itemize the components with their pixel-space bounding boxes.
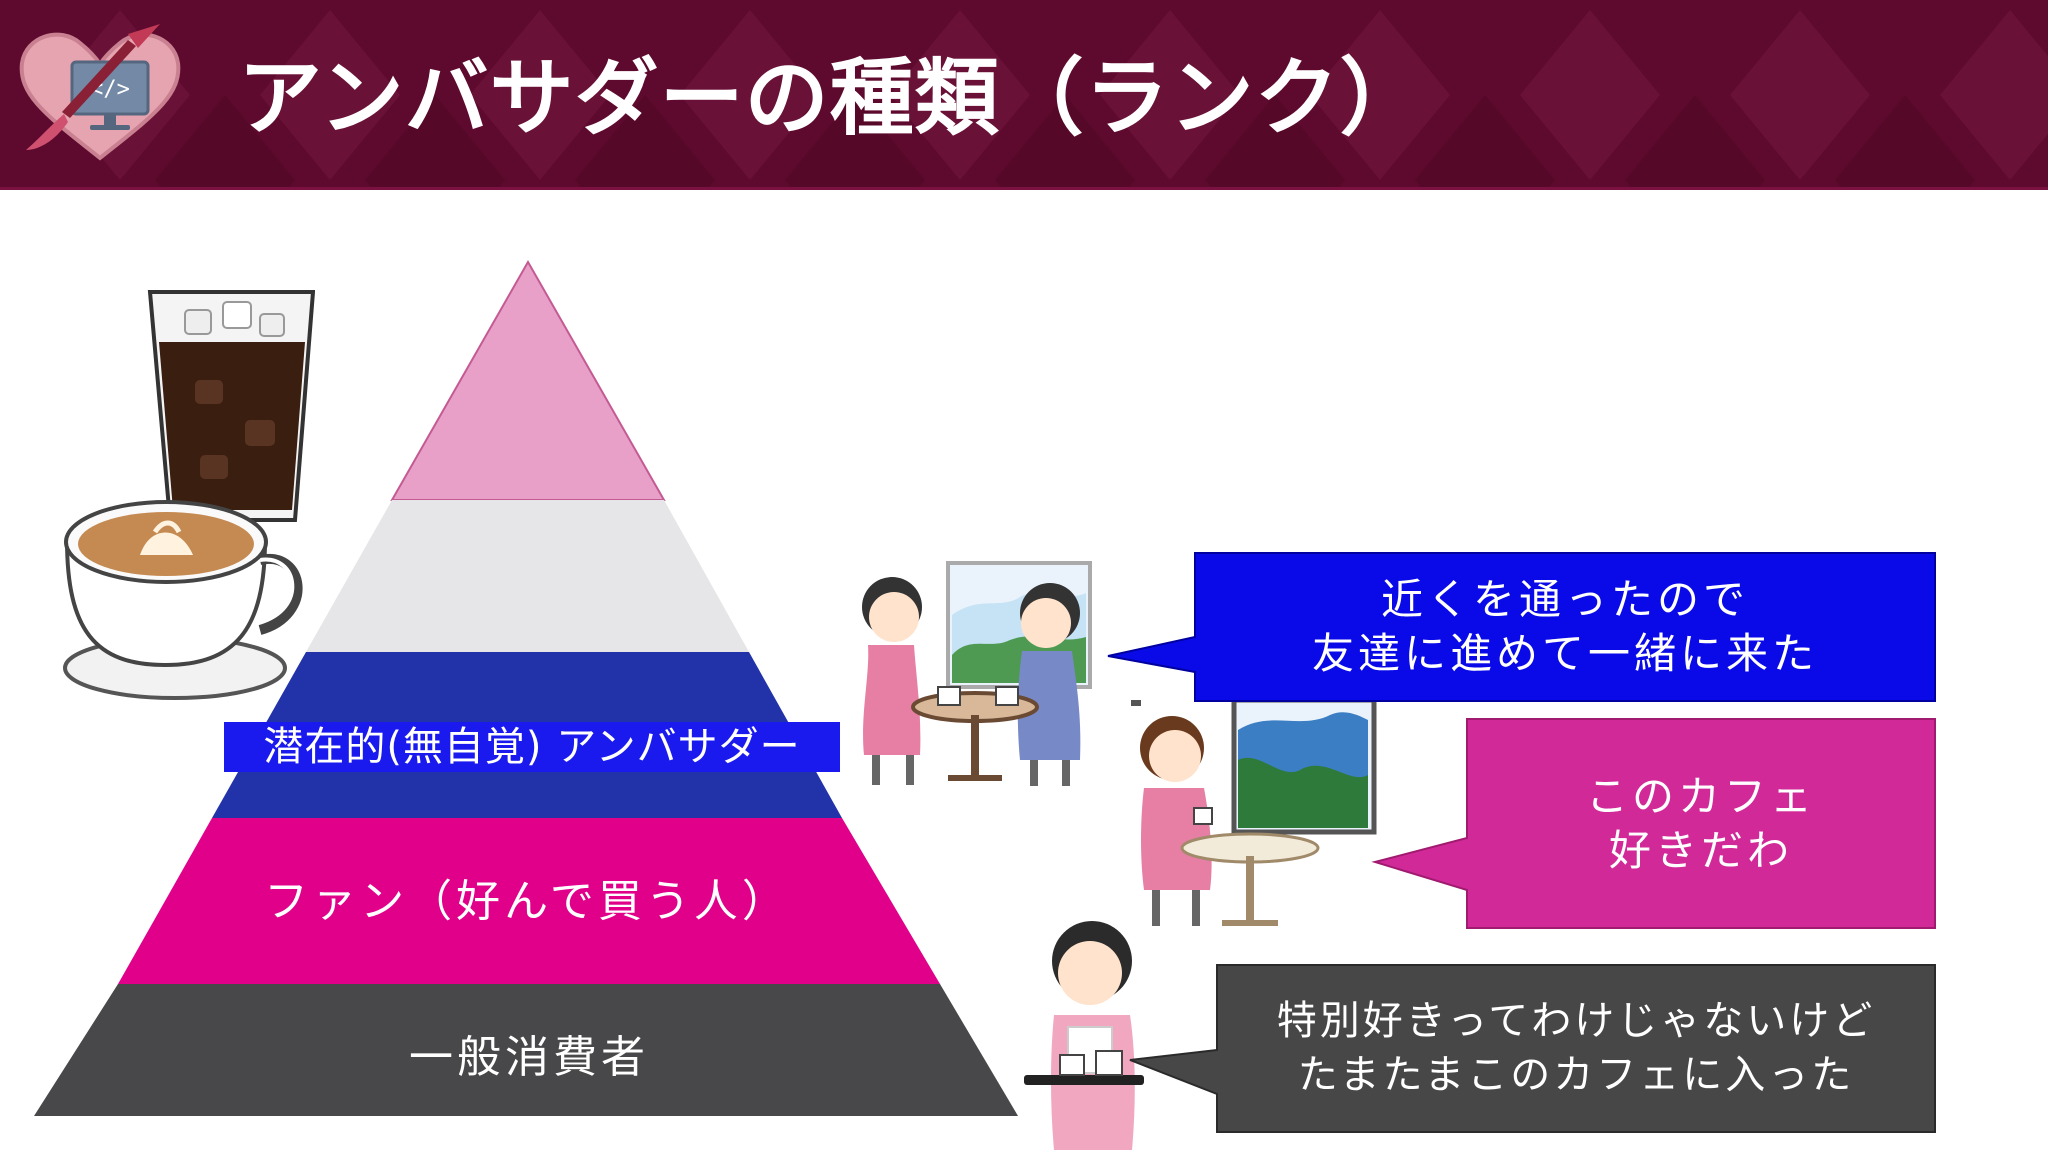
speech-bubble-pink <box>1371 718 1936 929</box>
pyramid-label-latent: 潜在的(無自覚) アンバサダー <box>224 722 840 772</box>
speech-bubble-blue <box>1107 552 1936 702</box>
bubble-line: 特別好きってわけじゃないけど <box>1276 998 1876 1044</box>
title-bar: </> アンバサダーの種類（ランク） <box>0 0 2048 190</box>
coffee-drinks-illustration <box>63 290 315 700</box>
bubble-line: このカフェ <box>1585 772 1816 821</box>
bubble-line: 友達に進めて一緒に来た <box>1311 629 1818 678</box>
pyramid-label-fan: ファン（好んで買う人） <box>264 876 790 927</box>
bubble-line: 近くを通ったので <box>1380 575 1749 624</box>
pyramid-level-fan <box>118 818 940 984</box>
bubble-text-gray: 特別好きってわけじゃないけど たまたまこのカフェに入った <box>1217 994 1935 1102</box>
bubble-line: たまたまこのカフェに入った <box>1297 1052 1855 1098</box>
pyramid-level-consumer <box>34 984 1018 1116</box>
bubble-text-pink: このカフェ 好きだわ <box>1467 770 1935 878</box>
slide-title: アンバサダーの種類（ランク） <box>238 49 1425 147</box>
two-women-cafe-illustration <box>862 561 1092 786</box>
pyramid-label-consumer: 一般消費者 <box>409 1032 649 1083</box>
pyramid-level-second <box>306 500 749 652</box>
speech-bubble-gray <box>1129 964 1936 1133</box>
heart-paintbrush-monitor-icon: </> <box>19 24 181 161</box>
diamond-pattern <box>50 10 2048 190</box>
bubble-text-blue: 近くを通ったので 友達に進めて一緒に来た <box>1195 573 1935 681</box>
waitress-with-tray-illustration <box>1024 921 1144 1150</box>
title-bar-underline <box>0 187 2048 190</box>
bubble-line: 好きだわ <box>1608 826 1793 875</box>
